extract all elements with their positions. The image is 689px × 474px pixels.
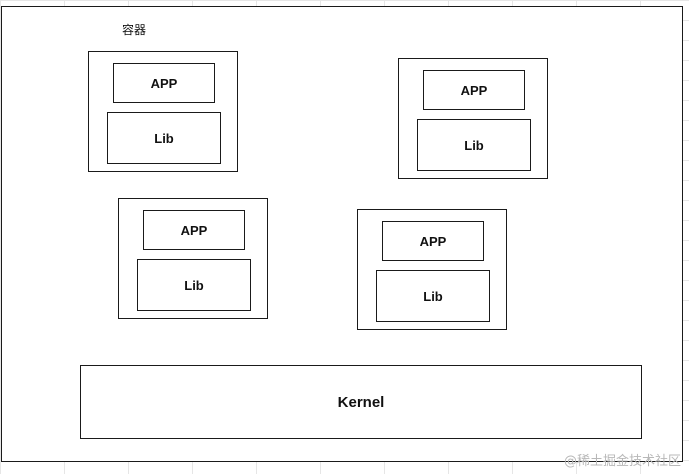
container-box: APP Lib (118, 198, 268, 319)
container-label: 容器 (122, 23, 147, 37)
app-block: APP (143, 210, 245, 250)
kernel-block: Kernel (80, 365, 642, 439)
container-box: APP Lib (357, 209, 507, 330)
lib-block: Lib (137, 259, 251, 311)
app-block: APP (423, 70, 525, 110)
app-block: APP (382, 221, 484, 261)
lib-block: Lib (107, 112, 221, 164)
app-block: APP (113, 63, 215, 103)
container-box: APP Lib (88, 51, 238, 172)
container-box: APP Lib (398, 58, 548, 179)
watermark: @稀土掘金技术社区 (563, 454, 681, 469)
lib-block: Lib (376, 270, 490, 322)
lib-block: Lib (417, 119, 531, 171)
